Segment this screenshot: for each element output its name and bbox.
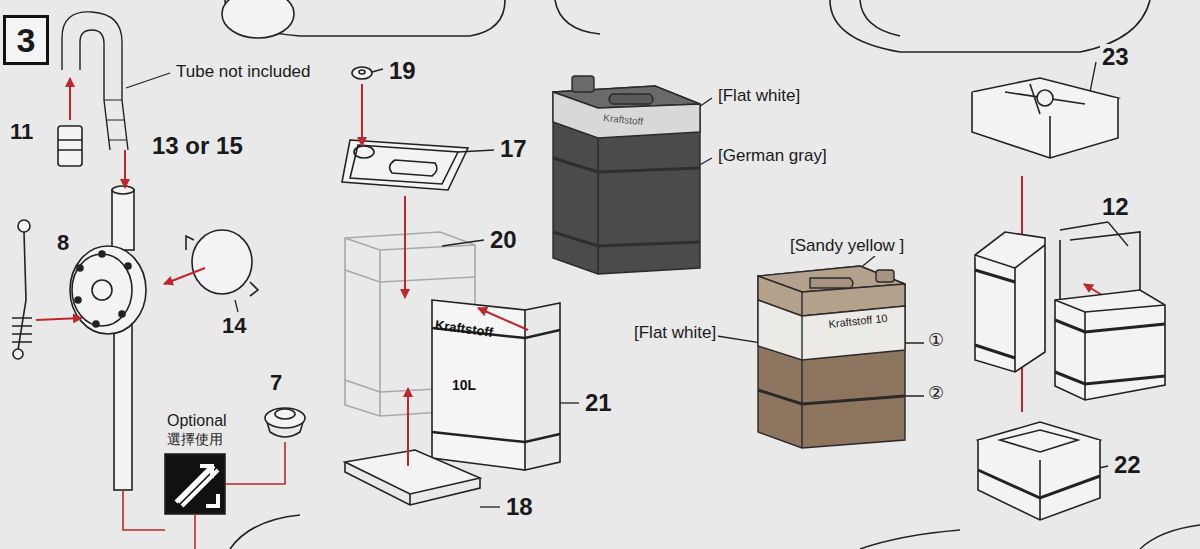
- callout-number: 20: [488, 227, 519, 253]
- note: Tube not included: [174, 63, 313, 82]
- color-label: [Sandy yellow ]: [788, 237, 906, 256]
- callout-number: ②: [926, 384, 946, 404]
- callout-number: 11: [8, 120, 35, 144]
- color-label: [German gray]: [716, 147, 829, 166]
- note: Optional: [165, 412, 229, 430]
- callout-number: 12: [1100, 194, 1131, 220]
- callout-number: 17: [498, 136, 529, 162]
- callout-number: 8: [55, 231, 71, 255]
- step-number-box: 3: [3, 15, 49, 65]
- callout-number: 23: [1100, 44, 1131, 70]
- callout-number: 21: [583, 390, 614, 416]
- callout-number: 18: [504, 494, 535, 520]
- note: 選擇使用: [165, 432, 225, 447]
- color-label: [Flat white]: [632, 324, 718, 343]
- step-number: 3: [17, 23, 36, 57]
- callout-number: 13 or 15: [150, 133, 245, 159]
- can-marking: 10L: [452, 378, 476, 393]
- callout-number: ①: [926, 331, 946, 351]
- callout-number: 22: [1112, 452, 1143, 478]
- callout-number: 7: [268, 371, 284, 395]
- color-label: [Flat white]: [716, 87, 802, 106]
- callout-number: 14: [220, 314, 248, 338]
- callout-number: 19: [387, 58, 418, 84]
